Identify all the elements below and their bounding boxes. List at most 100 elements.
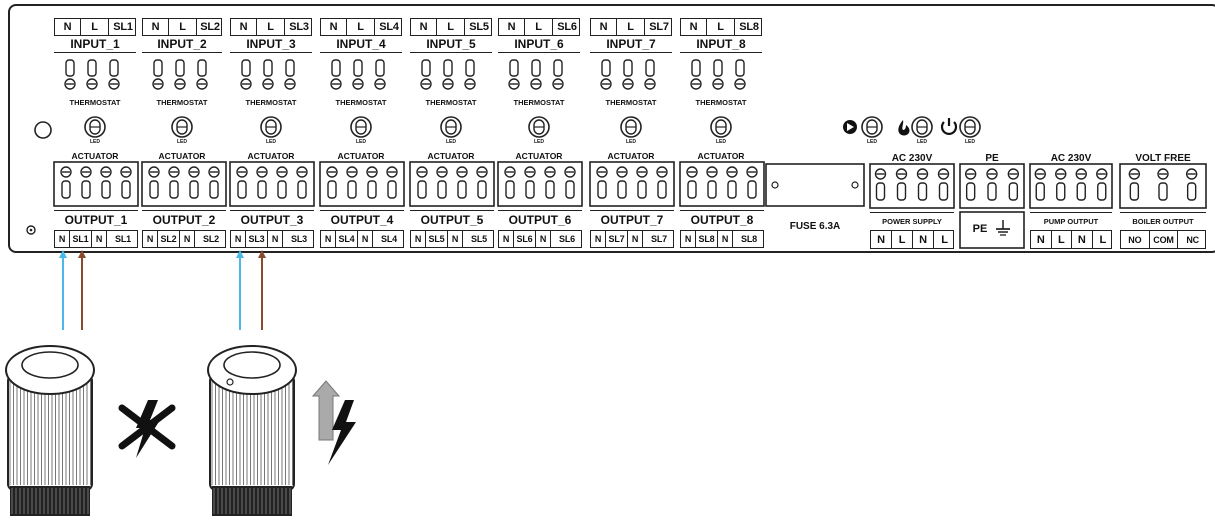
input-5-label: INPUT_5 [410, 36, 492, 53]
input-8-pin-2: L [707, 19, 735, 35]
input-4-pin-2: L [347, 19, 375, 35]
status-led-1-label: LED [867, 139, 877, 145]
output-3-pin-4: SL3 [291, 234, 307, 244]
input-3-pin-3: SL3 [289, 21, 309, 33]
mounting-hole [34, 121, 52, 139]
thermostat-6-label: THERMOSTAT [513, 98, 565, 107]
input-3-pin-1: N [231, 19, 257, 35]
actuator-3-label: ACTUATOR [247, 151, 295, 161]
output-5-pin-1: N [411, 231, 426, 247]
input-4-connector [330, 59, 386, 90]
output-1-pin-4: SL1 [115, 234, 131, 244]
input-2-connector [152, 59, 208, 90]
input-8-pin-3: SL8 [739, 21, 759, 33]
output-6-pin-1: N [499, 231, 514, 247]
thermostat-3-label: THERMOSTAT [245, 98, 297, 107]
input-4-pin-1: N [321, 19, 347, 35]
output-2-connector [141, 161, 227, 207]
output-7-pin-2: SL7 [606, 231, 628, 247]
flame-icon [898, 120, 910, 136]
output-3-pin-2: SL3 [246, 231, 268, 247]
actuator-8-label: ACTUATOR [697, 151, 745, 161]
output-6-connector [497, 161, 583, 207]
output-7-label: OUTPUT_7 [590, 210, 674, 229]
input-2-label: INPUT_2 [142, 36, 222, 53]
output-4-pin-4: SL4 [381, 234, 397, 244]
actuator-6-label: ACTUATOR [515, 151, 563, 161]
pump-output-title: AC 230V [1050, 153, 1092, 164]
status-led-2-label: LED [917, 139, 927, 145]
output-5-label: OUTPUT_5 [410, 210, 494, 229]
led-6-label: LED [534, 139, 544, 145]
input-4-pin-3: SL4 [379, 21, 399, 33]
status-led-2 [911, 116, 933, 138]
pump-output-pin-2: L [1052, 231, 1072, 248]
input-2-pin-2: L [169, 19, 197, 35]
thermostat-led-7 [620, 116, 642, 138]
input-5-pin-3: SL5 [469, 21, 489, 33]
actuator-7-label: ACTUATOR [607, 151, 655, 161]
actuator-1-label: ACTUATOR [71, 151, 119, 161]
input-2-pin-1: N [143, 19, 169, 35]
input-4-label: INPUT_4 [320, 36, 402, 53]
output-2-pin-3: N [180, 231, 195, 247]
input-1-pin-1: N [55, 19, 81, 35]
wire-neutral-3-arrow [236, 250, 244, 258]
thermostat-2-label: THERMOSTAT [156, 98, 208, 107]
led-1-label: LED [90, 139, 100, 145]
power-supply-pin-3: N [913, 231, 934, 248]
actuator-head-2 [207, 345, 297, 516]
thermostat-1-label: THERMOSTAT [69, 98, 121, 107]
output-3-pin-3: N [268, 231, 283, 247]
fuse-label: FUSE 6.3A [789, 221, 841, 232]
output-5-pin-4: SL5 [471, 234, 487, 244]
boiler-output-pin-3: NC [1186, 234, 1199, 245]
input-3-connector [240, 59, 296, 90]
output-5-pin-2: SL5 [426, 231, 448, 247]
led-8-label: LED [716, 139, 726, 145]
wire-live-1-arrow [78, 250, 86, 258]
wire-live-3-arrow [258, 250, 266, 258]
output-8-pin-1: N [681, 231, 696, 247]
input-5-pin-2: L [437, 19, 465, 35]
wire-neutral-1-arrow [59, 250, 67, 258]
input-1-pin-3: SL1 [113, 21, 133, 33]
input-8-label: INPUT_8 [680, 36, 762, 53]
output-2-pin-2: SL2 [158, 231, 180, 247]
actuator-head-1 [5, 345, 95, 516]
lightning-arrow-icon [311, 380, 356, 465]
power-icon [940, 118, 958, 135]
thermostat-led-6 [528, 116, 550, 138]
input-6-pin-1: N [499, 19, 525, 35]
input-7-label: INPUT_7 [590, 36, 672, 53]
output-1-pin-3: N [92, 231, 107, 247]
thermostat-led-3 [260, 116, 282, 138]
actuator-2-label: ACTUATOR [158, 151, 206, 161]
output-4-pin-2: SL4 [336, 231, 358, 247]
output-8-pin-2: SL8 [696, 231, 718, 247]
input-8-pin-1: N [681, 19, 707, 35]
boiler-output-connector [1119, 163, 1207, 209]
play-icon [843, 120, 857, 134]
output-6-pin-3: N [536, 231, 551, 247]
